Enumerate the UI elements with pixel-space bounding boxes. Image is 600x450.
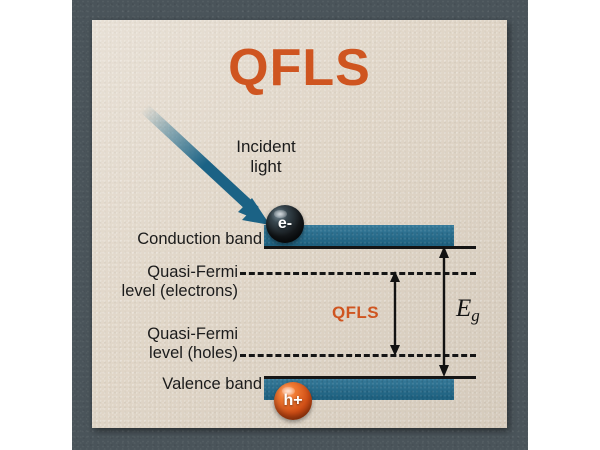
valence-band-label: Valence band [162, 375, 262, 393]
qf-hole-line-1: Quasi-Fermi [147, 325, 238, 343]
valence-band-line [264, 376, 476, 379]
incident-light-line-1: Incident [236, 137, 296, 156]
quasi-fermi-hole-line [240, 354, 476, 357]
hole-label: h+ [283, 392, 303, 409]
qf-electron-line-2: level (electrons) [121, 282, 238, 300]
band-gap-subscript: g [471, 306, 480, 326]
electron-label: e- [277, 215, 293, 232]
electron-highlight [274, 209, 287, 219]
quasi-fermi-hole-label: Quasi-Fermi level (holes) [100, 325, 238, 363]
diagram-card: QFLS Incident light [92, 20, 507, 428]
measurement-arrows [390, 246, 449, 377]
hole-highlight [282, 386, 295, 396]
eg-double-arrow [439, 246, 449, 377]
incident-light-line-2: light [250, 157, 282, 176]
band-gap-symbol: E [456, 295, 472, 322]
qfls-double-arrow [390, 271, 400, 356]
qf-electron-line-1: Quasi-Fermi [147, 263, 238, 281]
conduction-band-line [264, 246, 476, 249]
hole-particle: h+ [274, 382, 312, 420]
qfls-measure-label: QFLS [332, 303, 379, 322]
incident-light-label: Incident light [210, 137, 322, 177]
band-gap-label: Eg [456, 295, 480, 326]
quasi-fermi-electron-label: Quasi-Fermi level (electrons) [100, 263, 238, 301]
conduction-band-label: Conduction band [137, 230, 262, 248]
qf-hole-line-2: level (holes) [149, 344, 238, 362]
conduction-band-rect [264, 225, 454, 247]
quasi-fermi-electron-line [240, 272, 476, 275]
electron-particle: e- [266, 205, 304, 243]
valence-band-rect [264, 378, 454, 400]
page-title: QFLS [228, 39, 371, 97]
